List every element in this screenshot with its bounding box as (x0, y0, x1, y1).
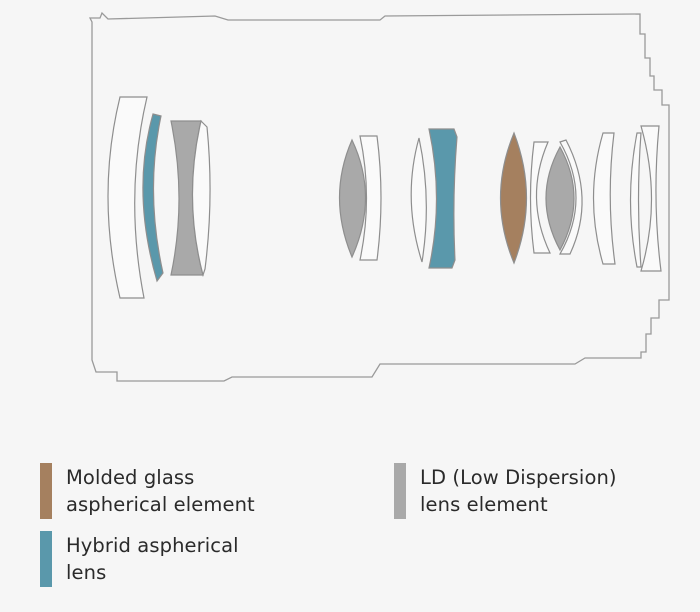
lens-element-rearmost (640, 125, 662, 272)
ld-lens-element-rear (545, 145, 575, 252)
legend-label-molded-glass: Molded glass aspherical element (66, 466, 255, 516)
lens-barrel-outline (88, 11, 670, 382)
legend-item-hybrid-aspherical: Hybrid aspherical lens (40, 531, 239, 587)
hybrid-aspherical-lens-middle (428, 128, 458, 269)
lens-element-biconvex-small (410, 137, 427, 263)
lens-element-middle-concave (359, 135, 382, 261)
ld-lens-element-middle (338, 138, 367, 259)
ld-swatch (394, 463, 406, 519)
molded-glass-aspherical-element (499, 131, 528, 265)
lens-element-rear-concave-2 (629, 132, 642, 268)
legend-item-molded-glass: Molded glass aspherical element (40, 463, 255, 519)
hybrid-aspherical-swatch (40, 531, 52, 587)
lens-element-rear-concave-1 (592, 132, 616, 265)
legend-label-hybrid-aspherical: Hybrid aspherical lens (66, 534, 239, 584)
lens-element-rear-meniscus (529, 141, 551, 254)
legend-item-ld: LD (Low Dispersion) lens element (394, 463, 617, 519)
hybrid-aspherical-lens-front (142, 113, 164, 283)
lens-element-front-convex (191, 119, 211, 278)
molded-glass-swatch (40, 463, 52, 519)
lens-element-front-meniscus (107, 96, 148, 299)
lens-element-rear-outer (558, 139, 583, 255)
legend-label-ld: LD (Low Dispersion) lens element (420, 466, 617, 516)
